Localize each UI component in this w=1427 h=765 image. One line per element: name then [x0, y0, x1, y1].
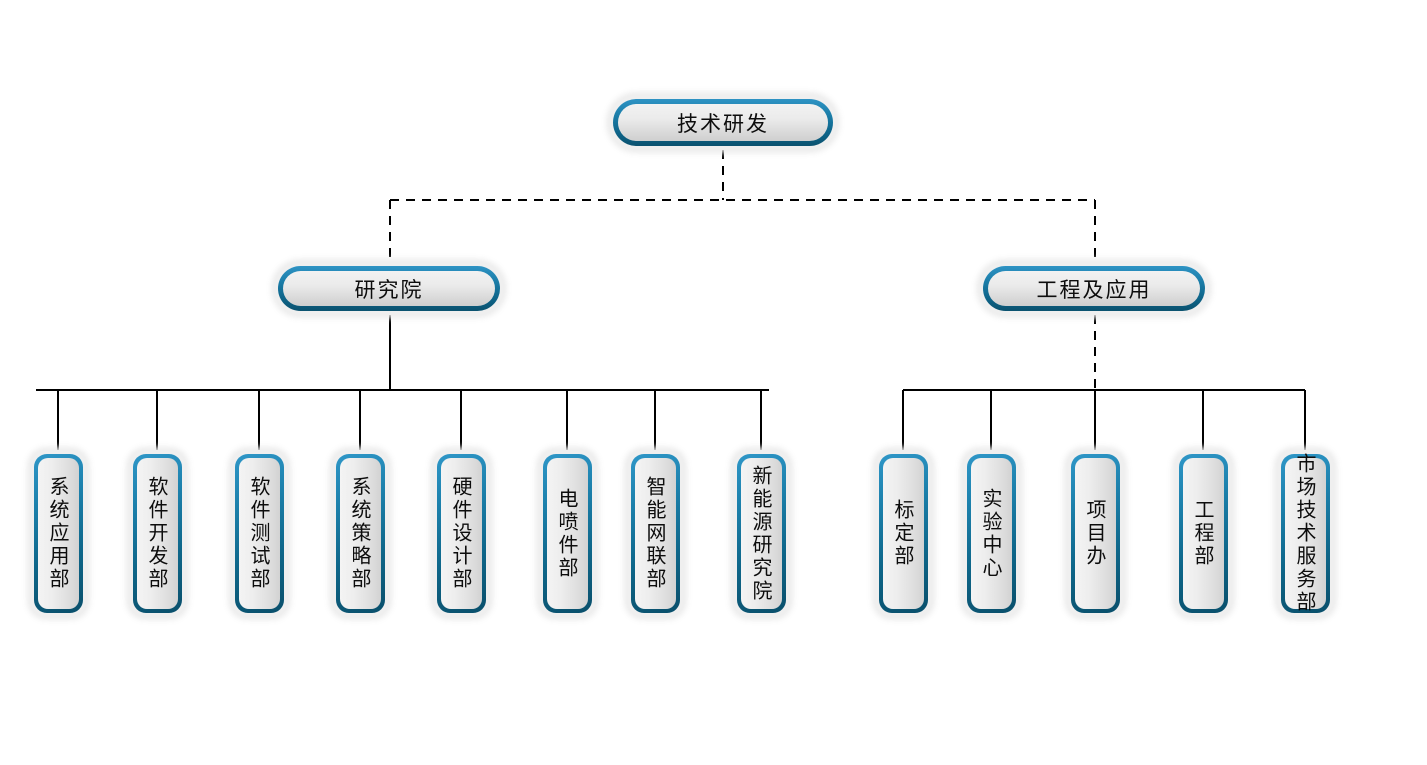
- node-label: 软件开发部: [145, 476, 169, 591]
- node-border: 项目办: [1070, 454, 1120, 613]
- node-label: 智能网联部: [643, 476, 667, 591]
- node-border: 系统策略部: [335, 454, 385, 613]
- node-face: 软件开发部: [136, 458, 178, 609]
- node-leaf-hardware-design[interactable]: 硬件设计部: [432, 450, 490, 617]
- node-border: 硬件设计部: [436, 454, 486, 613]
- node-face: 软件测试部: [238, 458, 280, 609]
- node-face: 硬件设计部: [440, 458, 482, 609]
- node-leaf-system-application[interactable]: 系统应用部: [29, 450, 87, 617]
- node-face: 电喷件部: [546, 458, 588, 609]
- node-border: 工程及应用: [983, 266, 1205, 311]
- node-face: 系统应用部: [37, 458, 79, 609]
- node-leaf-project-office[interactable]: 项目办: [1066, 450, 1124, 617]
- node-label: 电喷件部: [555, 487, 579, 580]
- node-leaf-intelligent-connect[interactable]: 智能网联部: [626, 450, 684, 617]
- node-leaf-system-strategy[interactable]: 系统策略部: [331, 450, 389, 617]
- node-border: 新能源研究院: [736, 454, 786, 613]
- node-border: 研究院: [278, 266, 500, 311]
- node-face: 市场技术服务部: [1284, 453, 1326, 614]
- node-border: 标定部: [878, 454, 928, 613]
- node-label: 标定部: [891, 499, 915, 568]
- node-leaf-calibration[interactable]: 标定部: [874, 450, 932, 617]
- node-leaf-new-energy-institute[interactable]: 新能源研究院: [732, 450, 790, 617]
- node-face: 标定部: [882, 458, 924, 609]
- node-face: 新能源研究院: [740, 458, 782, 609]
- node-leaf-software-testing[interactable]: 软件测试部: [230, 450, 288, 617]
- node-label: 系统策略部: [348, 476, 372, 591]
- node-mid-engineering-app[interactable]: 工程及应用: [979, 262, 1209, 315]
- node-border: 工程部: [1178, 454, 1228, 613]
- node-border: 实验中心: [966, 454, 1016, 613]
- node-label: 硬件设计部: [449, 476, 473, 591]
- node-border: 电喷件部: [542, 454, 592, 613]
- node-label: 实验中心: [979, 487, 1003, 580]
- node-leaf-market-tech-service[interactable]: 市场技术服务部: [1276, 450, 1334, 617]
- mid-level-connectors: [36, 315, 1306, 456]
- node-label: 项目办: [1083, 499, 1107, 568]
- node-border: 系统应用部: [33, 454, 83, 613]
- node-label: 系统应用部: [46, 476, 70, 591]
- node-face: 项目办: [1074, 458, 1116, 609]
- node-border: 技术研发: [613, 99, 833, 146]
- node-border: 软件测试部: [234, 454, 284, 613]
- node-label: 新能源研究院: [749, 464, 773, 603]
- node-face: 实验中心: [970, 458, 1012, 609]
- node-border: 软件开发部: [132, 454, 182, 613]
- node-leaf-software-development[interactable]: 软件开发部: [128, 450, 186, 617]
- node-leaf-experiment-center[interactable]: 实验中心: [962, 450, 1020, 617]
- node-leaf-engineering-dept[interactable]: 工程部: [1174, 450, 1232, 617]
- node-label: 工程及应用: [988, 271, 1200, 306]
- node-root-technology-rd[interactable]: 技术研发: [609, 95, 837, 150]
- node-label: 工程部: [1191, 499, 1215, 568]
- node-border: 市场技术服务部: [1280, 453, 1330, 614]
- node-face: 工程部: [1182, 458, 1224, 609]
- node-mid-research-institute[interactable]: 研究院: [274, 262, 504, 315]
- node-label: 研究院: [283, 271, 495, 306]
- node-border: 智能网联部: [630, 454, 680, 613]
- node-leaf-efi-parts[interactable]: 电喷件部: [538, 450, 596, 617]
- node-label: 市场技术服务部: [1293, 453, 1317, 614]
- node-face: 系统策略部: [339, 458, 381, 609]
- node-label-root: 技术研发: [618, 104, 828, 141]
- top-level-connectors: [389, 150, 1096, 262]
- node-face: 智能网联部: [634, 458, 676, 609]
- node-label: 软件测试部: [247, 476, 271, 591]
